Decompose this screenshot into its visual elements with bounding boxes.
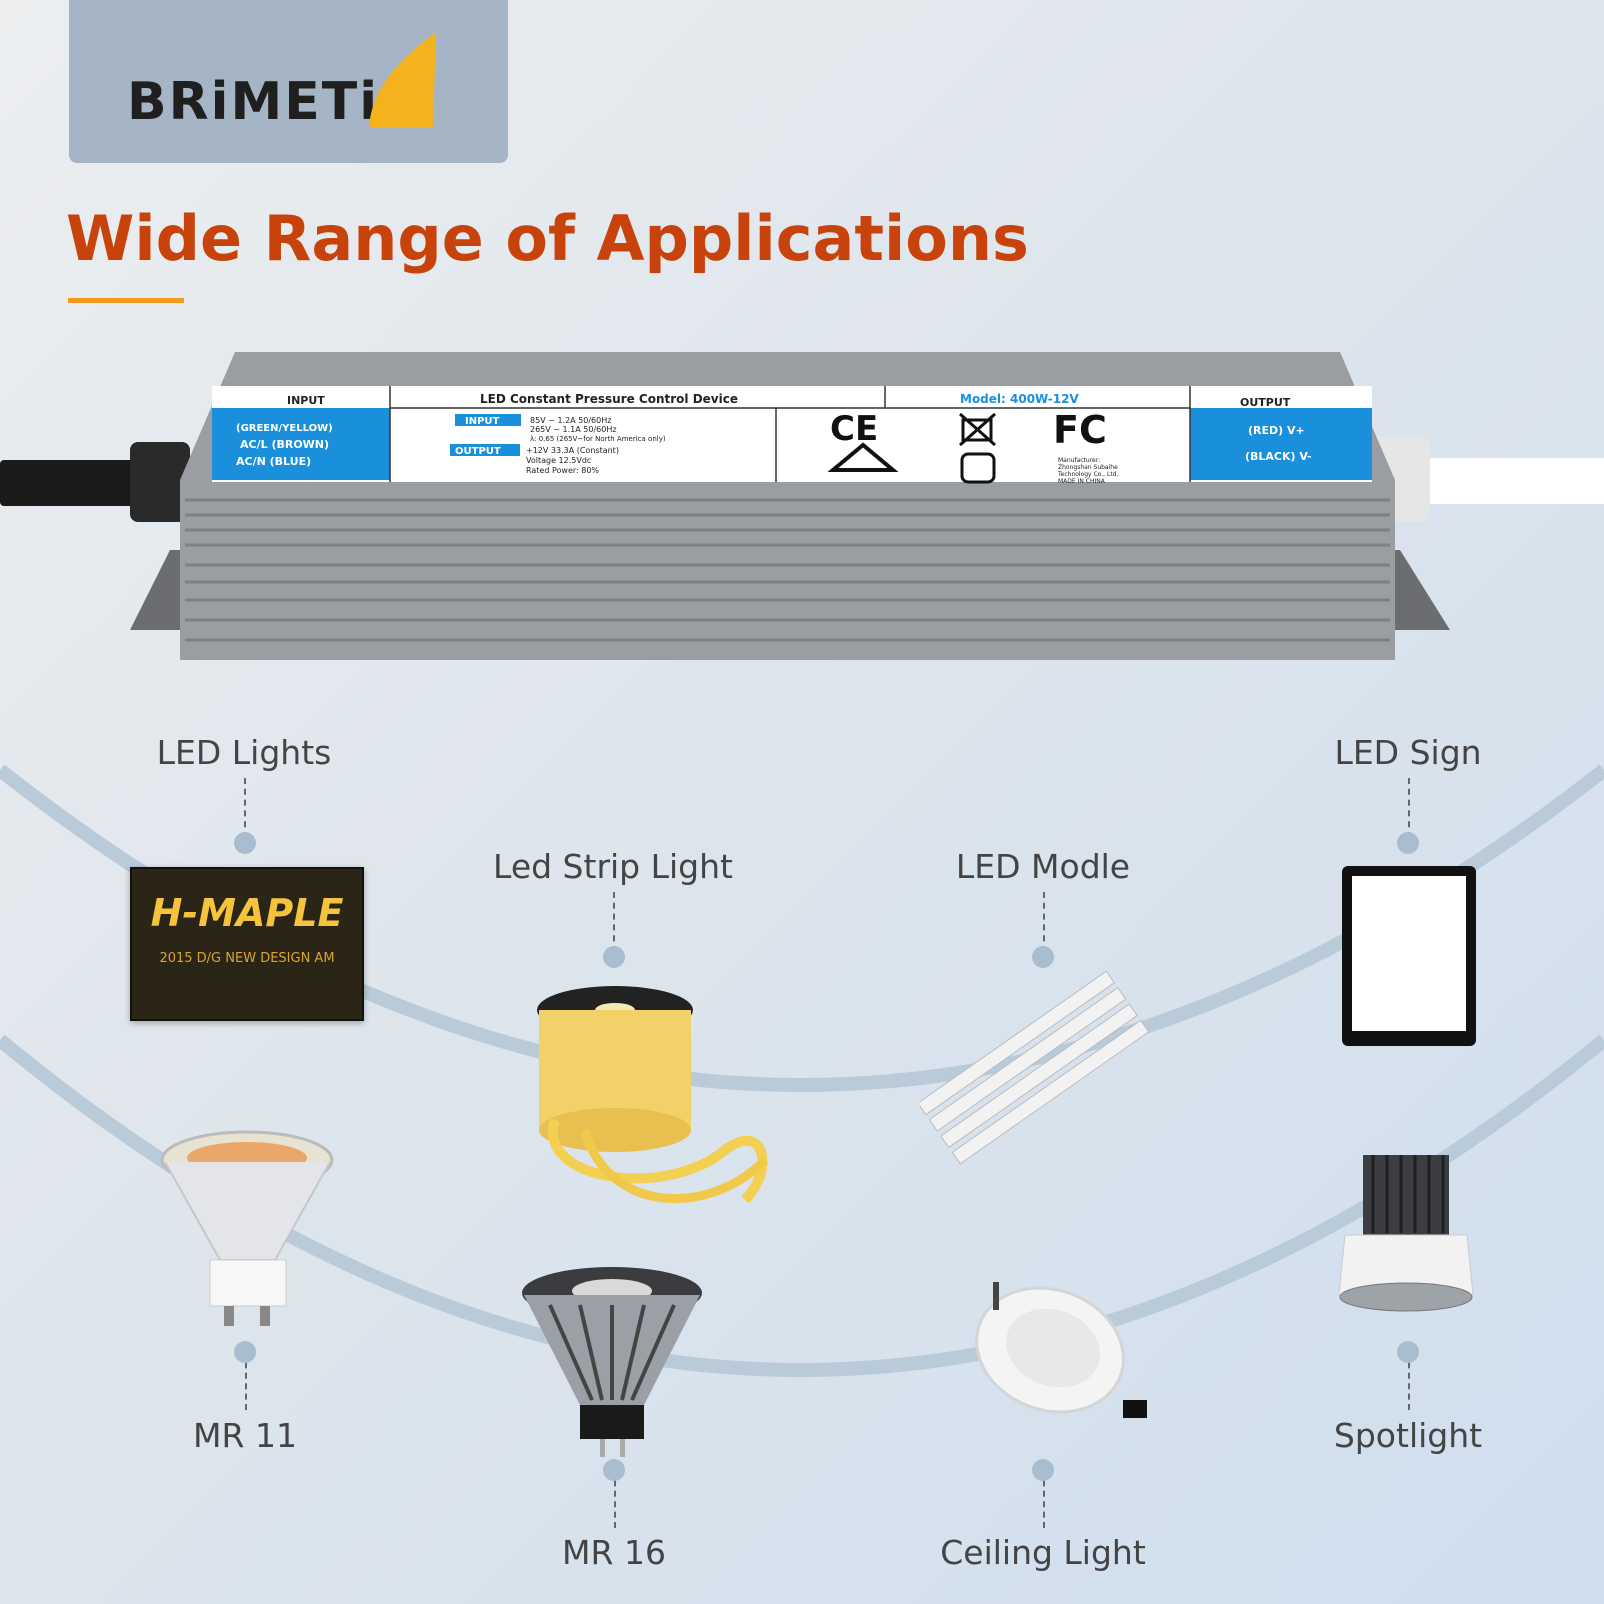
output-header: OUTPUT — [1240, 396, 1291, 409]
output-wires-panel — [1190, 408, 1372, 480]
label-mr11: MR 11 — [193, 1416, 297, 1455]
input-tag: INPUT — [465, 416, 500, 427]
input-wires-panel — [212, 408, 390, 480]
output-wire-2: (BLACK) V- — [1245, 450, 1312, 463]
dot-led-module — [1032, 946, 1054, 968]
input-spec-1: 85V ~ 1.2A 50/60Hz — [530, 416, 611, 425]
connector-led-module — [1043, 892, 1045, 952]
dot-ceiling — [1032, 1459, 1054, 1481]
device-name: LED Constant Pressure Control Device — [480, 392, 738, 406]
dot-led-strip — [603, 946, 625, 968]
sign-subtitle: 2015 D/G NEW DESIGN AM — [159, 951, 335, 966]
dot-spotlight — [1397, 1341, 1419, 1363]
manufacturer-2: Zhongshan Subaihe — [1058, 464, 1118, 471]
label-led-module: LED Modle — [955, 847, 1131, 886]
output-spec-2: Voltage 12.5Vdc — [526, 456, 591, 465]
dot-led-sign — [1397, 832, 1419, 854]
output-spec-1: +12V 33.3A (Constant) — [526, 446, 619, 455]
label-led-sign: LED Sign — [1334, 733, 1482, 772]
rcm-mark — [827, 442, 899, 472]
page-title: Wide Range of Applications — [66, 202, 1029, 275]
led-sign-panel-image — [1342, 866, 1476, 1046]
connector-led-sign — [1408, 778, 1410, 838]
label-ceiling: Ceiling Light — [940, 1533, 1146, 1572]
mr16-bulb-image — [522, 1267, 702, 1457]
connector-mr11 — [245, 1352, 247, 1410]
input-wire-2: AC/L (BROWN) — [240, 438, 329, 451]
ceiling-light-image — [975, 1282, 1147, 1418]
manufacturer-4: MADE IN CHINA — [1058, 478, 1106, 485]
ce-mark: CE — [830, 409, 878, 449]
connector-ceiling — [1043, 1470, 1045, 1528]
input-wire-1: (GREEN/YELLOW) — [236, 423, 333, 434]
output-tag: OUTPUT — [455, 446, 501, 457]
led-strip-reel-image — [537, 986, 769, 1204]
dot-led-lights — [234, 832, 256, 854]
dot-mr11 — [234, 1341, 256, 1363]
input-wire-3: AC/N (BLUE) — [236, 455, 311, 468]
input-gland — [130, 442, 190, 522]
label-mr16: MR 16 — [562, 1533, 666, 1572]
model-label: Model: 400W-12V — [960, 392, 1079, 406]
led-sign-image: H-MAPLE 2015 D/G NEW DESIGN AM — [130, 867, 364, 1021]
input-header: INPUT — [287, 394, 325, 407]
connector-spotlight — [1408, 1352, 1410, 1410]
manufacturer-1: Manufacturer: — [1058, 457, 1100, 464]
label-led-lights: LED Lights — [156, 733, 332, 772]
input-spec-3: λ: 0.65 (265V~for North America only) — [530, 435, 666, 443]
power-supply-device: INPUT (GREEN/YELLOW) AC/L (BROWN) AC/N (… — [0, 352, 1604, 660]
manufacturer-3: Technology Co., Ltd. — [1057, 471, 1118, 478]
label-led-strip: Led Strip Light — [493, 847, 733, 886]
connector-mr16 — [614, 1470, 616, 1528]
sign-title: H-MAPLE — [150, 891, 344, 935]
output-spec-3: Rated Power: 80% — [526, 466, 599, 475]
weee-mark — [959, 412, 996, 484]
device-label — [212, 386, 1372, 482]
mr11-bulb-image — [160, 1130, 334, 1326]
brand-logo: BRiMETi — [127, 72, 380, 132]
connector-led-strip — [613, 892, 615, 952]
connector-led-lights — [244, 778, 246, 838]
output-wire-1: (RED) V+ — [1248, 424, 1305, 437]
dot-mr16 — [603, 1459, 625, 1481]
led-module-image — [920, 970, 1150, 1165]
title-underline — [68, 298, 184, 303]
logo-flame-icon — [369, 32, 436, 128]
fcc-mark: FC — [1053, 408, 1107, 452]
spotlight-image — [1338, 1155, 1474, 1312]
label-spotlight: Spotlight — [1333, 1416, 1483, 1455]
logo-box: BRiMETi — [69, 0, 508, 163]
input-spec-2: 265V ~ 1.1A 50/60Hz — [530, 425, 617, 434]
